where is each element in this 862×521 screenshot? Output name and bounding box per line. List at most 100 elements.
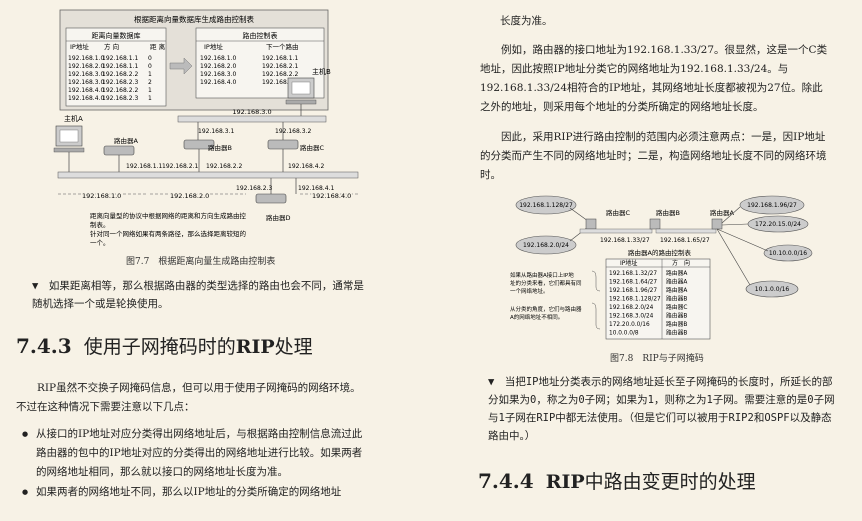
section-number: 7.4.4 bbox=[478, 469, 534, 493]
cloud-icon bbox=[763, 244, 813, 262]
addr-3-1: 192.168.3.1 bbox=[198, 128, 234, 135]
section-paragraph: RIP虽然不交换子网掩码信息，但可以用于使用子网掩码的网络环境。不过在这种情况下… bbox=[16, 382, 361, 413]
host-a-label: 主机A bbox=[64, 114, 83, 123]
figure-7-7-diagram: 根据距离向量数据库生成路由控制表 距离向量数据库 IP地址 方 向 距 离 192.1… bbox=[53, 9, 359, 247]
db-cell: 192.168.1.0 bbox=[68, 55, 104, 62]
annotation-1: 如果从路由器A接口上IP地 址的分类来看，它们都具有同 一个网络地址。 bbox=[510, 271, 583, 295]
db-cell: 192.168.2.0 bbox=[68, 63, 104, 70]
annotation-2: 从分类的角度，它们与路由器 A的网络地址不相同。 bbox=[510, 305, 583, 321]
cloud-2-label: 192.168.2.0/24 bbox=[523, 242, 569, 249]
router-b-label: 路由器B bbox=[208, 143, 232, 152]
ra-cell: 192.168.1.128/27 bbox=[609, 297, 661, 303]
section-title: RIP中路由变更时的处理 bbox=[545, 471, 756, 493]
cloud-1-label: 192.168.1.128/27 bbox=[519, 202, 573, 209]
rt-title: 路由控制表 bbox=[243, 31, 278, 40]
net-4: 192.168.4.0 bbox=[312, 192, 351, 200]
fig-note-2: 制表。 bbox=[90, 220, 110, 229]
db-cell: 192.168.2.2 bbox=[102, 87, 138, 94]
ra-cell: 路由器A bbox=[666, 278, 687, 286]
db-cell: 192.168.4.0 bbox=[68, 87, 104, 94]
rt-cell: 192.168.2.0 bbox=[200, 63, 236, 70]
db-cell: 0 bbox=[148, 63, 152, 70]
ra-cell: 192.168.2.0/24 bbox=[609, 305, 654, 311]
cloud-icon bbox=[739, 195, 805, 215]
router-c-icon bbox=[267, 139, 299, 150]
db-header-cell: 距 离 bbox=[150, 42, 166, 51]
ra-cell: 172.20.0.0/16 bbox=[609, 322, 650, 328]
host-b-icon bbox=[285, 77, 317, 105]
db-cell: 192.168.2.3 bbox=[102, 79, 138, 86]
db-cell: 192.168.3.0 bbox=[68, 79, 104, 86]
router-b-icon bbox=[649, 218, 661, 230]
addr-3-0: 192.168.3.0 bbox=[232, 108, 271, 116]
rt-cell: 192.168.2.2 bbox=[262, 71, 298, 78]
rt-cell: 192.168.2.3 bbox=[262, 79, 298, 86]
figure-7-8-caption: 图7.8 RIP与子网掩码 bbox=[610, 354, 704, 364]
db-cell: 1 bbox=[148, 95, 152, 102]
net-1: 192.168.1.0 bbox=[82, 192, 121, 200]
rt-header-cell: IP地址 bbox=[204, 42, 223, 51]
ra-cell: 路由器A bbox=[666, 286, 687, 294]
ra-cell: 10.0.0.0/8 bbox=[609, 331, 639, 337]
router-d-icon bbox=[255, 193, 287, 204]
figure-7-8-diagram: 192.168.1.128/27 192.168.2.0/24 192.168.… bbox=[510, 195, 813, 340]
router-c-label: 路由器C bbox=[300, 143, 325, 152]
table-title: 路由器A的路由控制表 bbox=[628, 248, 691, 257]
bullet-list: 从接口的IP地址对应分类得出网络地址后，与根据路由控制信息流过此路由器的包中的I… bbox=[22, 425, 364, 503]
db-cell: 1 bbox=[148, 87, 152, 94]
para-example: 例如，路由器的接口地址为192.168.1.33/27。很显然，这是一个C类地址… bbox=[480, 44, 828, 113]
addr-2-3: 192.168.2.3 bbox=[236, 185, 272, 192]
db-cell: 192.168.4.0 bbox=[68, 95, 104, 102]
ra-cell: 路由器C bbox=[666, 303, 687, 311]
list-item: 从接口的IP地址对应分类得出网络地址后，与根据路由控制信息流过此路由器的包中的I… bbox=[22, 425, 364, 482]
router-d-label: 路由器D bbox=[266, 213, 291, 222]
para-continuation: 长度为准。 bbox=[500, 15, 553, 27]
fig-note-1: 距离向量型的协议中根据网络的距离和方向生成路由控 bbox=[90, 211, 247, 220]
host-b-label: 主机B bbox=[312, 67, 331, 76]
rt-cell: 192.168.1.0 bbox=[200, 55, 236, 62]
ra-cell: 路由器B bbox=[666, 312, 687, 320]
db-header-cell: 方 向 bbox=[104, 42, 119, 51]
list-item: 如果两者的网络地址不同，那么以IP地址的分类所确定的网络地址 bbox=[22, 483, 364, 502]
host-a-icon bbox=[53, 125, 85, 153]
router-a-label: 路由器A bbox=[114, 136, 139, 145]
cloud-5-label: 10.10.0.0/16 bbox=[769, 250, 807, 257]
router-b-label-78: 路由器B bbox=[656, 208, 680, 217]
router-c-label-78: 路由器C bbox=[606, 208, 631, 217]
router-a-label-78: 路由器A bbox=[710, 208, 735, 217]
cloud-icon bbox=[515, 235, 577, 255]
ra-header-cell: IP地址 bbox=[620, 259, 637, 267]
router-a-icon bbox=[103, 145, 135, 156]
addr-4-1: 192.168.4.1 bbox=[298, 185, 334, 192]
section-heading-7-4-4: 7.4.4 RIP中路由变更时的处理 bbox=[478, 467, 756, 494]
cloud-6-label: 10.1.0.0/16 bbox=[755, 286, 790, 293]
db-cell: 192.168.1.1 bbox=[102, 63, 138, 70]
ra-cell: 路由器B bbox=[666, 320, 687, 328]
addr-1-1: 192.168.1.1 bbox=[126, 163, 162, 170]
ra-cell: 192.168.1.96/27 bbox=[609, 288, 657, 294]
addr-2-2: 192.168.2.2 bbox=[206, 163, 242, 170]
db-cell: 0 bbox=[148, 55, 152, 62]
figure-banner: 根据距离向量数据库生成路由控制表 bbox=[134, 14, 254, 24]
addr-2-1: 192.168.2.1 bbox=[162, 163, 198, 170]
router-a-icon bbox=[711, 218, 723, 230]
net-2: 192.168.2.0 bbox=[170, 192, 209, 200]
ra-cell: 路由器A bbox=[666, 269, 687, 277]
db-cell: 2 bbox=[148, 79, 152, 86]
db-header-cell: IP地址 bbox=[70, 42, 89, 51]
ra-cell: 192.168.1.32/27 bbox=[609, 271, 657, 277]
figure-7-7-caption: 图7.7 根据距离向量生成路由控制表 bbox=[126, 257, 276, 267]
db-cell: 192.168.2.2 bbox=[102, 71, 138, 78]
ra-header-cell: 方 向 bbox=[672, 259, 690, 267]
figure-7-8: 192.168.1.128/27 192.168.2.0/24 192.168.… bbox=[510, 193, 830, 341]
rt-header-cell: 下一个路由 bbox=[266, 42, 299, 51]
addr-4-2: 192.168.4.2 bbox=[288, 163, 324, 170]
right-note: ▼ 当把IP地址分类表示的网络地址延长至子网掩码的长度时，所延长的部分如果为0，… bbox=[488, 376, 835, 442]
figure-7-7: 根据距离向量数据库生成路由控制表 距离向量数据库 IP地址 方 向 距 离 192.1… bbox=[50, 8, 370, 253]
arrow-icon bbox=[169, 57, 193, 75]
db-title: 距离向量数据库 bbox=[92, 31, 141, 40]
addr-3-2: 192.168.3.2 bbox=[275, 128, 311, 135]
